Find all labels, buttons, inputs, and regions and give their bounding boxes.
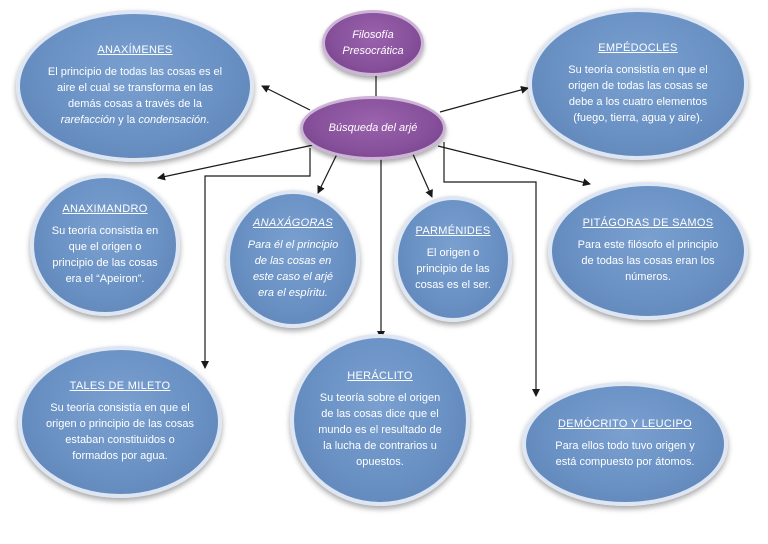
node-anaximenes-title: ANAXÍMENES xyxy=(97,44,173,56)
node-busqueda-arje: Búsqueda del arjé xyxy=(300,96,446,160)
node-parmenides-body: El origen o principio de las cosas es el… xyxy=(415,247,491,291)
node-anaximandro: ANAXIMANDRO Su teoría consistía en que e… xyxy=(30,174,180,316)
node-pitagoras: PITÁGORAS DE SAMOS Para este filósofo el… xyxy=(548,182,748,320)
node-anaxagoras-title: ANAXÁGORAS xyxy=(252,217,334,229)
node-anaxagoras: ANAXÁGORAS Para él el principio de las c… xyxy=(226,190,360,328)
node-empedocles-title: EMPÉDOCLES xyxy=(598,42,678,54)
node-democrito: DEMÓCRITO Y LEUCIPO Para ellos todo tuvo… xyxy=(522,382,728,506)
node-filosofia-presocratica-label: Filosofía Presocrática xyxy=(342,29,404,57)
node-anaximandro-body: Su teoría consistía en que el origen o p… xyxy=(51,225,159,285)
node-tales: TALES DE MILETO Su teoría consistía en q… xyxy=(18,346,222,498)
node-anaximenes: ANAXÍMENES El principio de todas las cos… xyxy=(16,10,254,162)
node-pitagoras-body: Para este filósofo el principio de todas… xyxy=(577,239,719,283)
node-tales-body: Su teoría consistía en que el origen o p… xyxy=(46,402,194,462)
connector-democrito xyxy=(443,142,540,397)
node-democrito-body: Para ellos todo tuvo origen y está compu… xyxy=(555,440,695,468)
node-heraclito-title: HERÁCLITO xyxy=(347,370,413,382)
node-pitagoras-title: PITÁGORAS DE SAMOS xyxy=(582,217,714,229)
node-busqueda-arje-label: Búsqueda del arjé xyxy=(328,122,418,134)
connector-pitagoras xyxy=(437,145,591,187)
node-democrito-title: DEMÓCRITO Y LEUCIPO xyxy=(557,418,693,430)
connector-empedocles xyxy=(439,85,529,113)
node-filosofia-presocratica: Filosofía Presocrática xyxy=(322,10,424,76)
node-parmenides: PARMÉNIDES El origen o principio de las … xyxy=(394,196,512,322)
connector-tales xyxy=(201,148,311,369)
connector-anaximandro xyxy=(157,143,319,181)
connector-parmenides xyxy=(411,151,433,198)
node-anaximenes-body: El principio de todas las cosas es el ai… xyxy=(47,66,223,126)
node-heraclito-body: Su teoría sobre el origen de las cosas d… xyxy=(318,392,442,468)
node-anaximandro-title: ANAXIMANDRO xyxy=(62,203,148,215)
node-heraclito: HERÁCLITO Su teoría sobre el origen de l… xyxy=(290,334,470,506)
node-tales-title: TALES DE MILETO xyxy=(69,380,171,392)
connector-anaxagoras xyxy=(317,151,339,194)
node-parmenides-title: PARMÉNIDES xyxy=(415,225,491,237)
node-empedocles-body: Su teoría consistía en que el origen de … xyxy=(568,64,708,124)
node-empedocles: EMPÉDOCLES Su teoría consistía en que el… xyxy=(528,8,748,160)
node-anaxagoras-body: Para él el principio de las cosas en est… xyxy=(247,239,339,299)
connector-anaximenes xyxy=(261,85,311,111)
